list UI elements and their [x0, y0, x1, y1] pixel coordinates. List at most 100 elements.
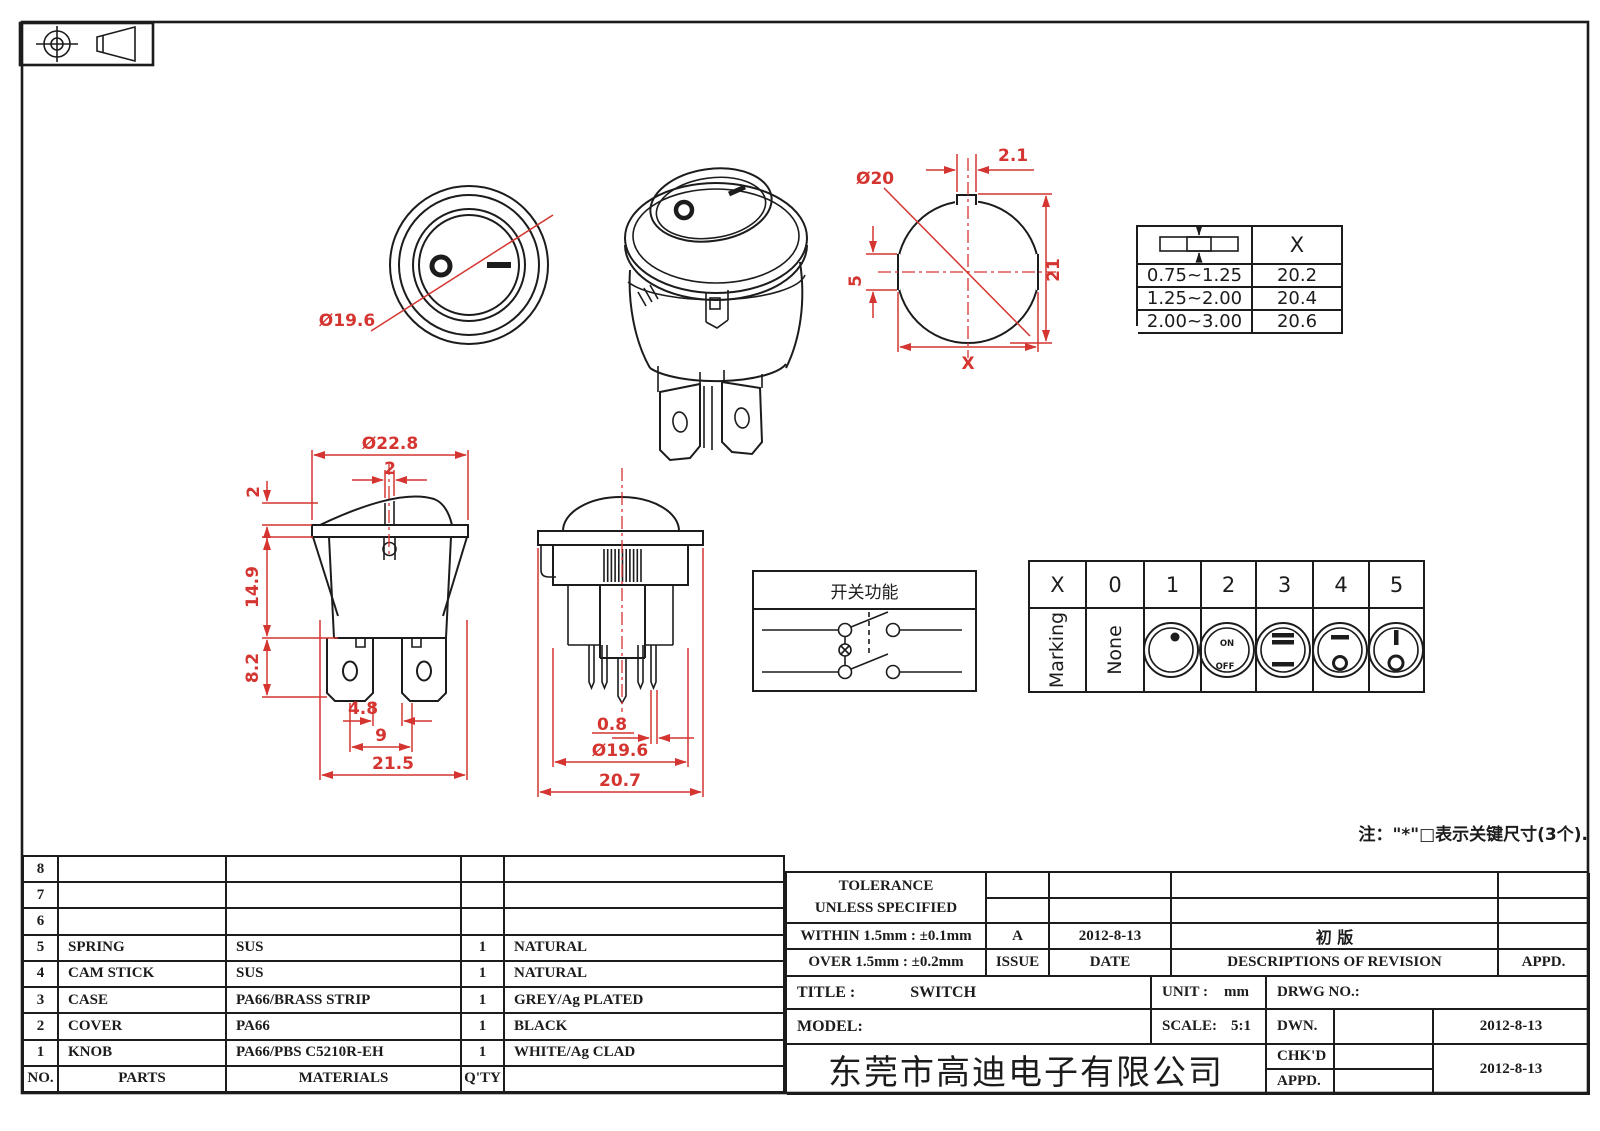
- revision-empty-cell: [987, 873, 1050, 899]
- marking-icon-4-cell: [1314, 609, 1370, 693]
- dim-dia-label: Ø22.8: [362, 434, 418, 454]
- marking-header: 0: [1087, 562, 1145, 609]
- thickness-table: X 0.75~1.25 20.2 1.25~2.00 20.4 2.00~3.0…: [1136, 225, 1343, 334]
- appd-signature-cell: [1335, 1070, 1434, 1095]
- thickness-range: 0.75~1.25: [1138, 265, 1253, 288]
- marking-none-cell: None: [1087, 609, 1145, 693]
- marking-row-label-cell: Marking: [1030, 609, 1087, 693]
- tolerance-over: OVER 1.5mm : ±0.2mm: [787, 950, 987, 977]
- marking-none-label: None: [1103, 625, 1126, 675]
- chkd-date-cell: 2012-8-13: [1434, 1045, 1590, 1095]
- revision-date-header: DATE: [1050, 950, 1172, 977]
- dim-lip-label: 2: [244, 486, 264, 498]
- revision-issue-value: A: [987, 924, 1050, 950]
- switch-function-box: 开关功能: [752, 570, 977, 692]
- tolerance-line2: UNLESS SPECIFIED: [814, 899, 958, 916]
- front-dim-view: Ø22.8 2 2 14.9 8.2 4.8 9: [243, 434, 469, 780]
- thickness-x-value: 20.2: [1253, 265, 1343, 288]
- parts-cell: KNOB: [59, 1040, 227, 1067]
- revision-appd-value: [1499, 924, 1590, 950]
- revision-description-value: 初 版: [1172, 924, 1499, 950]
- dim-pitch-label: 9: [375, 726, 387, 746]
- parts-cell: NATURAL: [505, 935, 785, 962]
- dim-dia-label: Ø19.6: [592, 741, 648, 761]
- parts-cell: 7: [24, 883, 59, 910]
- dim-pin-label: 0.8: [597, 715, 627, 735]
- thickness-range: 1.25~2.00: [1138, 288, 1253, 311]
- switch-function-circuit: [754, 610, 977, 692]
- cutout-notch-label: 2.1: [998, 146, 1028, 166]
- first-angle-target-icon: [36, 26, 78, 62]
- revision-empty-cell: [1050, 899, 1172, 924]
- marking-O-icon: [673, 199, 695, 221]
- scale-cell: SCALE: 5:1: [1152, 1010, 1267, 1045]
- drwg-no-cell: DRWG NO.:: [1267, 977, 1590, 1010]
- dim-rib-label: 2: [384, 459, 396, 479]
- dwn-label-cell: DWN.: [1267, 1010, 1335, 1045]
- parts-cell: 6: [24, 909, 59, 936]
- marking-table: X 0 1 2 3 4 5 Marking None: [1028, 560, 1425, 693]
- title-label: TITLE :: [797, 983, 856, 1001]
- parts-cell: [505, 857, 785, 884]
- company-name: 东莞市高迪电子有限公司: [787, 1045, 1267, 1095]
- dim-gap-label: 4.8: [348, 699, 378, 719]
- revision-issue-header: ISSUE: [987, 950, 1050, 977]
- parts-header-no: NO.: [24, 1066, 59, 1093]
- parts-table: 8 7 6 5 SPRING SUS 1 NATURAL 4 CAM STICK…: [22, 855, 785, 1093]
- thickness-x-value: 20.4: [1253, 288, 1343, 311]
- parts-cell: [227, 883, 462, 910]
- dim-width-label: 21.5: [372, 754, 414, 774]
- scale-label: SCALE:: [1162, 1018, 1218, 1034]
- revision-empty-cell: [1172, 873, 1499, 899]
- title-block: TOLERANCE UNLESS SPECIFIED WITHIN 1.5mm …: [785, 871, 1590, 1095]
- parts-cell: PA66: [227, 1014, 462, 1041]
- parts-cell: [227, 909, 462, 936]
- panel-thickness-symbol-cell: [1138, 227, 1253, 265]
- parts-cell: 1: [462, 1040, 505, 1067]
- parts-cell: 2: [24, 1014, 59, 1041]
- marking-I-icon: [487, 262, 511, 268]
- title-row: TITLE : SWITCH: [787, 977, 1152, 1010]
- parts-cell: GREY/Ag PLATED: [505, 988, 785, 1015]
- cutout-flat-label: 5: [846, 275, 866, 287]
- marking-header: 5: [1370, 562, 1425, 609]
- parts-cell: SUS: [227, 935, 462, 962]
- switch-front-view: Ø19.6: [319, 185, 554, 345]
- title-value: SWITCH: [910, 983, 977, 1001]
- tolerance-within: WITHIN 1.5mm : ±0.1mm: [787, 924, 987, 950]
- tolerance-line1: TOLERANCE: [838, 877, 934, 894]
- parts-cell: 8: [24, 857, 59, 884]
- parts-cell: WHITE/Ag CLAD: [505, 1040, 785, 1067]
- parts-header-finish: [505, 1066, 785, 1093]
- tolerance-header: TOLERANCE UNLESS SPECIFIED: [787, 873, 987, 924]
- parts-cell: 3: [24, 988, 59, 1015]
- front-dia-label: Ø19.6: [319, 311, 375, 331]
- appd-label-cell: APPD.: [1267, 1070, 1335, 1095]
- parts-cell: [462, 883, 505, 910]
- revision-empty-cell: [987, 899, 1050, 924]
- marking-I-icon: [727, 184, 747, 197]
- switch-isometric-view: [624, 167, 808, 462]
- revision-appd-header: APPD.: [1499, 950, 1590, 977]
- parts-cell: 1: [462, 1014, 505, 1041]
- dim-body-label: 14.9: [243, 566, 263, 608]
- model-cell: MODEL:: [787, 1010, 1152, 1045]
- parts-cell: NATURAL: [505, 961, 785, 989]
- parts-cell: SPRING: [59, 935, 227, 962]
- unit-cell: UNIT : mm: [1152, 977, 1267, 1010]
- parts-cell: 5: [24, 935, 59, 962]
- cutout-dia-label: Ø20: [856, 169, 894, 189]
- revision-empty-cell: [1172, 899, 1499, 924]
- parts-cell: [505, 909, 785, 936]
- parts-cell: 1: [24, 1040, 59, 1067]
- marking-row-label: Marking: [1046, 611, 1069, 689]
- parts-header-qty: Q'TY: [462, 1066, 505, 1093]
- revision-date-value: 2012-8-13: [1050, 924, 1172, 950]
- parts-cell: 1: [462, 961, 505, 989]
- marking-icon-1-cell: [1145, 609, 1202, 693]
- revision-empty-cell: [1050, 873, 1172, 899]
- first-angle-cone-icon: [96, 25, 136, 63]
- parts-cell: 1: [462, 935, 505, 962]
- marking-header: 2: [1202, 562, 1257, 609]
- marking-icon-5-cell: [1370, 609, 1425, 693]
